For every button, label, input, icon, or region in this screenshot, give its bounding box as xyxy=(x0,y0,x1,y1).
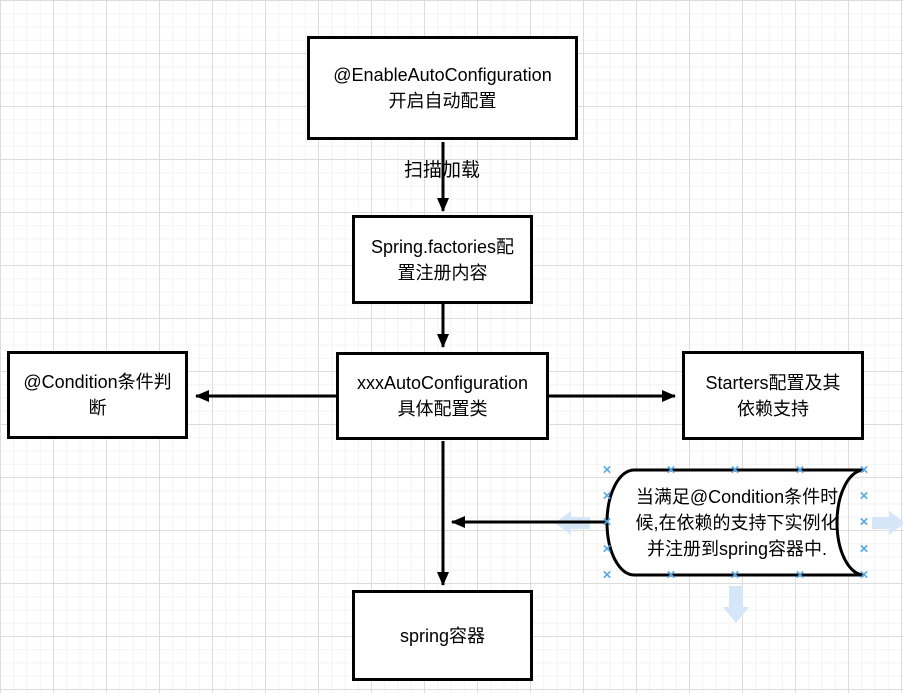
label-line: Starters配置及其 xyxy=(705,372,841,393)
connection-point-handle[interactable]: × xyxy=(795,566,805,584)
connection-point-handle[interactable]: × xyxy=(795,461,805,479)
connection-point-handle[interactable]: × xyxy=(602,566,612,584)
node-enable-auto-configuration[interactable]: @EnableAutoConfiguration 开启自动配置 xyxy=(307,36,578,140)
node-condition[interactable]: @Condition条件判断 xyxy=(7,351,188,439)
label-line: xxxAutoConfiguration xyxy=(356,373,529,393)
connection-point-handle[interactable]: × xyxy=(602,487,612,505)
node-xxx-auto-configuration[interactable]: xxxAutoConfiguration 具体配置类 xyxy=(336,352,549,440)
label-line: 具体配置类 xyxy=(397,399,488,419)
connection-point-handle[interactable]: × xyxy=(859,461,869,479)
label-line: 当满足@Condition条件时 xyxy=(635,487,839,507)
label-line: @EnableAutoConfiguration xyxy=(333,65,552,85)
quick-connect-right-arrow-icon[interactable] xyxy=(872,511,903,535)
label-line: 依赖支持 xyxy=(737,398,809,419)
label-line: Spring.factories配 xyxy=(370,236,515,257)
node-spring-container[interactable]: spring容器 xyxy=(352,590,533,681)
connection-point-handle[interactable]: × xyxy=(859,540,869,558)
connection-point-handle[interactable]: × xyxy=(730,566,740,584)
label-line: spring容器 xyxy=(399,625,486,646)
label-line: 并注册到spring容器中. xyxy=(646,539,828,559)
node-starters[interactable]: Starters配置及其依赖支持 xyxy=(682,351,864,440)
label-line: 置注册内容 xyxy=(397,262,488,283)
connection-point-handle[interactable]: × xyxy=(666,461,676,479)
quick-connect-down-arrow-icon[interactable] xyxy=(723,586,749,623)
connection-point-handle[interactable]: × xyxy=(602,513,612,531)
stored-data-shape[interactable] xyxy=(605,468,865,577)
connection-point-handle[interactable]: × xyxy=(602,540,612,558)
node-spring-factories[interactable]: Spring.factories配置注册内容 xyxy=(352,215,533,304)
label-line: 断 xyxy=(88,398,107,418)
edge-label-scan-load[interactable]: 扫描加载 xyxy=(403,160,480,181)
callout-text[interactable]: 当满足@Condition条件时候,在依赖的支持下实例化并注册到spring容器… xyxy=(616,484,858,562)
connection-point-handle[interactable]: × xyxy=(859,487,869,505)
label-line: 候,在依赖的支持下实例化 xyxy=(635,513,839,533)
connection-point-handle[interactable]: × xyxy=(859,566,869,584)
connection-point-handle[interactable]: × xyxy=(730,461,740,479)
connection-point-handle[interactable]: × xyxy=(602,461,612,479)
label-line: 开启自动配置 xyxy=(388,91,497,111)
label-line: @Condition条件判 xyxy=(23,372,172,392)
connection-point-handle[interactable]: × xyxy=(666,566,676,584)
connection-point-handle[interactable]: × xyxy=(859,513,869,531)
